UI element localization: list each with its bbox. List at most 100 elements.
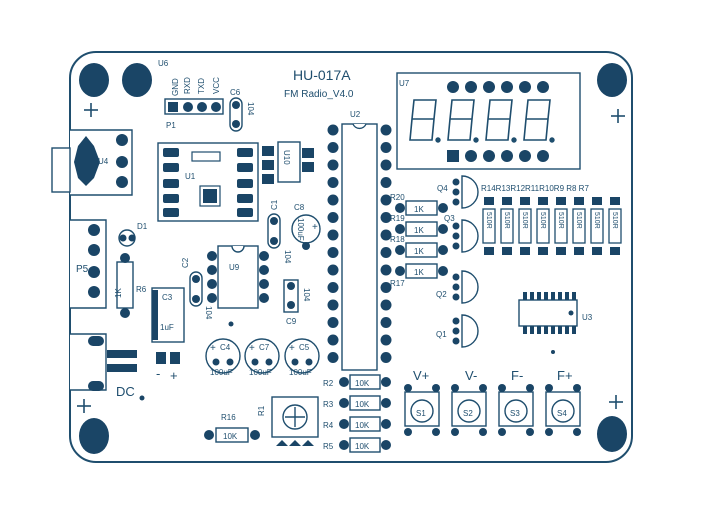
c8-plus: +	[312, 222, 318, 233]
u2-pin	[327, 317, 339, 328]
u7-dp	[435, 137, 441, 143]
pad	[610, 197, 620, 205]
pad	[438, 224, 448, 234]
u2-pin	[380, 229, 392, 241]
u2-pin	[327, 177, 339, 188]
r19-label: R19	[390, 214, 405, 223]
r5-label: R5	[323, 442, 334, 451]
dc-label: DC	[116, 384, 135, 399]
u7-dp	[473, 137, 479, 143]
board-subtitle: FM Radio_V4.0	[284, 89, 354, 100]
pad	[339, 377, 349, 387]
r3-label: R3	[323, 400, 334, 409]
pad	[592, 197, 602, 205]
s2-label: S2	[463, 409, 473, 418]
c1-value: 104	[283, 250, 292, 264]
transistor-pin	[452, 327, 460, 335]
pad	[520, 247, 530, 255]
push-button-cap	[457, 399, 481, 423]
c3-minus: -	[156, 366, 160, 381]
pad	[395, 245, 405, 255]
resistor-value: 510R	[575, 212, 582, 229]
u4-audio-jack: U4	[51, 129, 133, 196]
u2-pin	[380, 177, 392, 188]
u2-pin	[380, 124, 392, 136]
r4-label: R4	[323, 421, 334, 430]
q2-label: Q2	[436, 290, 447, 299]
r6-label: R6	[136, 285, 147, 294]
resistor-body	[482, 208, 496, 244]
u3-pin	[565, 326, 569, 334]
resistor-value: 510R	[521, 212, 528, 229]
corner-plus-marks	[77, 103, 625, 413]
resistor-body	[554, 208, 568, 244]
r2-label: R2	[323, 379, 334, 388]
p5-connector: P5	[70, 219, 107, 309]
v-plus-label: V+	[413, 368, 429, 383]
resistor-value: 1K	[414, 226, 424, 235]
transistor-body	[461, 219, 479, 253]
c3-capacitor: C3 1uF - +	[151, 287, 185, 383]
s4-label: S4	[557, 409, 567, 418]
u2-pin	[327, 264, 339, 276]
pad	[339, 419, 349, 429]
u2-pin	[327, 142, 339, 153]
transistor-pin	[452, 232, 460, 240]
resistor-value: 510R	[485, 212, 492, 229]
u7-pin	[537, 81, 549, 93]
mounting-holes	[79, 63, 627, 454]
pad	[502, 197, 512, 205]
c9-label: C9	[286, 317, 297, 326]
pad	[556, 197, 566, 205]
electrolytic-caps: C4 C7 C5 + + + 100uF 100uF 100uF	[205, 338, 320, 377]
c2-capacitor: C2 104	[181, 257, 213, 320]
u10-label: U10	[282, 150, 291, 165]
transistor-pin	[452, 273, 460, 281]
pad	[574, 197, 584, 205]
u2-pin	[327, 124, 339, 136]
s1-label: S1	[416, 409, 426, 418]
r1-label: R1	[257, 405, 266, 416]
pad	[610, 247, 620, 255]
resistor-body	[405, 221, 438, 237]
pad	[538, 197, 548, 205]
p1-label: P1	[166, 121, 176, 130]
u1-label: U1	[185, 172, 196, 181]
pad	[502, 247, 512, 255]
push-button-pin	[498, 428, 506, 436]
u2-pin	[327, 212, 339, 223]
transistor-pin	[452, 283, 460, 291]
u7-pin	[519, 81, 531, 93]
u7-pin	[465, 150, 477, 162]
u7-pin	[465, 81, 477, 93]
push-button-pin	[573, 384, 581, 392]
c9-capacitor: 104 C9	[283, 279, 311, 326]
resistor-body	[500, 208, 514, 244]
u7-dp	[511, 137, 517, 143]
pad	[339, 440, 349, 450]
u2-pin	[380, 317, 392, 328]
resistor-body	[608, 208, 622, 244]
c7-value: 100uF	[249, 368, 272, 377]
resistor-value: 510R	[611, 212, 618, 229]
resistor-body	[405, 200, 438, 216]
transistor-pin	[452, 198, 460, 206]
u2-pin	[380, 282, 392, 293]
resistor-body	[536, 208, 550, 244]
transistor-pin	[452, 242, 460, 250]
push-button-pin	[526, 428, 534, 436]
resistor-value: 510R	[557, 212, 564, 229]
resistor-value: 510R	[593, 212, 600, 229]
u2-label: U2	[350, 110, 361, 119]
pad	[381, 398, 391, 408]
d1-label: D1	[137, 222, 148, 231]
f-minus-label: F-	[511, 368, 523, 383]
u9-label: U9	[229, 263, 240, 272]
c8-value: 100uF	[296, 218, 305, 241]
resistor-value: 10K	[355, 379, 370, 388]
u2-pin	[380, 264, 392, 276]
r16-value: 10K	[223, 432, 238, 441]
u7-pin	[501, 81, 513, 93]
push-button-cap	[410, 399, 434, 423]
